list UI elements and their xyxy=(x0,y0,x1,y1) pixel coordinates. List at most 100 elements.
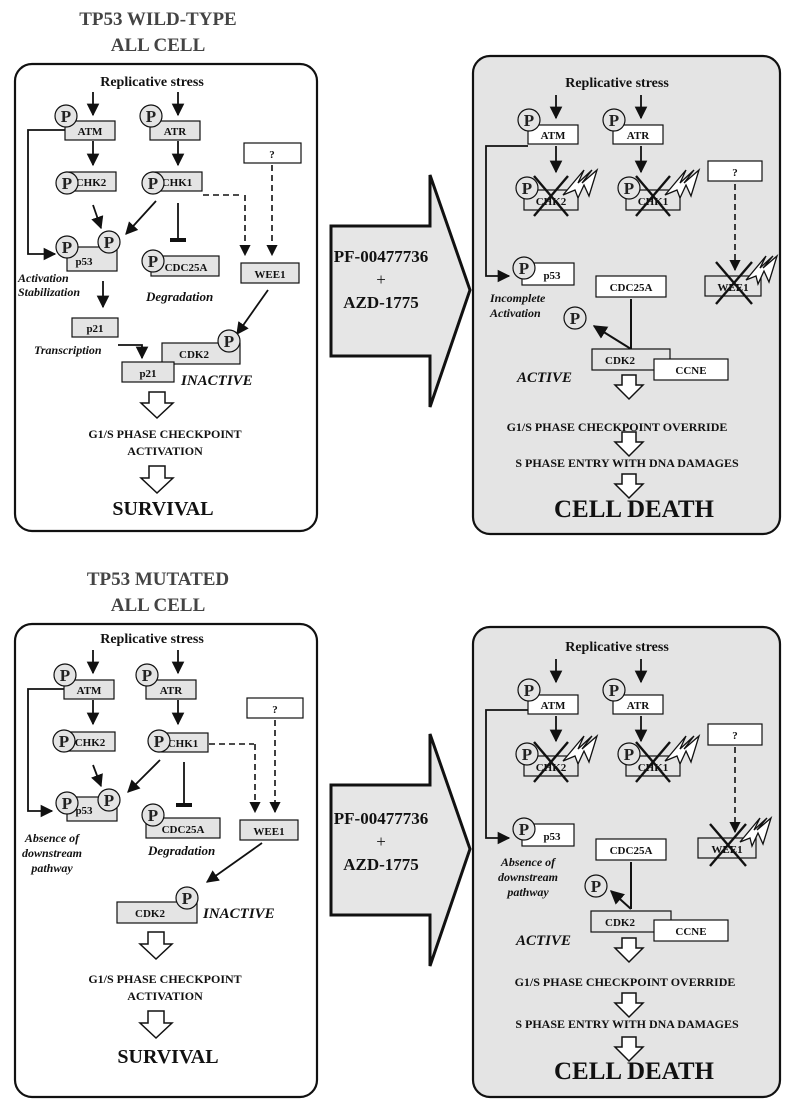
p53-label: p53 xyxy=(543,270,561,282)
phospho-icon xyxy=(617,176,641,200)
phospho-icon xyxy=(55,171,79,195)
cdc25a-label: CDC25A xyxy=(165,262,208,274)
absence-line2: downstream xyxy=(498,870,558,884)
atr-label: ATR xyxy=(160,685,183,697)
phospho-icon xyxy=(515,176,539,200)
inhibition-cross-icon xyxy=(533,175,569,217)
phospho-icon xyxy=(141,249,165,273)
activation-label: Activation xyxy=(17,271,69,285)
svg-text:P: P xyxy=(519,820,529,839)
inhibition-cross-icon xyxy=(533,741,569,783)
hollow-down-arrow-icon xyxy=(138,1010,174,1040)
cdc25a-box xyxy=(595,275,667,298)
phospho-icon xyxy=(55,235,79,259)
p21-label: p21 xyxy=(86,323,103,335)
active-label: ACTIVE xyxy=(515,933,571,949)
lightning-bolt-icon xyxy=(664,168,701,200)
inhibition-cross-icon xyxy=(635,741,671,783)
svg-text:P: P xyxy=(524,111,534,130)
panel-mutated-treated: Replicative stress ATM P ATR P ? CHK2 P … xyxy=(471,625,782,1099)
wee1-label: WEE1 xyxy=(253,826,284,838)
wee1-box xyxy=(239,819,299,841)
p53-label: p53 xyxy=(75,256,93,268)
phospho-icon xyxy=(141,171,165,195)
svg-text:P: P xyxy=(182,889,192,908)
svg-text:P: P xyxy=(104,233,114,252)
atm-label: ATM xyxy=(541,700,566,712)
phospho-icon xyxy=(217,329,241,353)
absence-line1: Absence of xyxy=(24,831,80,845)
phospho-icon xyxy=(517,108,541,132)
wee1-box xyxy=(240,262,300,284)
phospho-icon xyxy=(602,108,626,132)
phospho-icon xyxy=(55,791,79,815)
transcription-label: Transcription xyxy=(34,343,102,357)
drug1-label: PF-00477736 xyxy=(334,247,428,266)
panel-mutated-untreated: Replicative stress ATM P ATR P ? CHK2 P … xyxy=(13,622,319,1099)
hollow-down-arrow-icon xyxy=(139,465,175,495)
hollow-down-arrow-icon xyxy=(139,391,175,420)
replicative-stress-label: Replicative stress xyxy=(100,75,204,90)
title-bottom-line2: ALL CELL xyxy=(111,595,206,616)
atr-label: ATR xyxy=(627,700,650,712)
atm-label: ATM xyxy=(77,685,102,697)
cdk2-label: CDK2 xyxy=(179,349,209,361)
svg-text:P: P xyxy=(146,107,156,126)
inactive-label: INACTIVE xyxy=(202,906,275,922)
override-label: G1/S PHASE CHECKPOINT OVERRIDE xyxy=(515,975,736,989)
drug1-label: PF-00477736 xyxy=(334,809,428,828)
phospho-icon xyxy=(97,788,121,812)
absence-line1: Absence of xyxy=(500,855,556,869)
svg-text:P: P xyxy=(62,238,72,257)
active-label: ACTIVE xyxy=(516,370,572,386)
svg-text:P: P xyxy=(609,681,619,700)
svg-text:P: P xyxy=(609,111,619,130)
cdk2-label: CDK2 xyxy=(605,355,635,367)
inhibition-cross-icon xyxy=(715,261,753,305)
unknown-kinase-box xyxy=(707,723,763,746)
title-top-line1: TP53 WILD-TYPE xyxy=(79,9,236,30)
svg-text:P: P xyxy=(61,107,71,126)
plus-label: + xyxy=(376,270,386,289)
cdc25a-label: CDC25A xyxy=(610,845,653,857)
checkpoint-line1: G1/S PHASE CHECKPOINT xyxy=(88,427,241,441)
phospho-icon xyxy=(52,729,76,753)
atr-box xyxy=(145,679,197,700)
phospho-icon xyxy=(141,803,165,827)
svg-text:P: P xyxy=(62,174,72,193)
checkpoint-line2: ACTIVATION xyxy=(127,444,203,458)
replicative-stress-label: Replicative stress xyxy=(565,76,669,91)
atm-box xyxy=(527,694,579,715)
unknown-kinase-label: ? xyxy=(732,730,738,742)
lightning-bolt-icon xyxy=(664,734,701,766)
p53-label: p53 xyxy=(543,831,561,843)
ccne-label: CCNE xyxy=(675,365,706,377)
phospho-icon xyxy=(175,886,199,910)
chk2-label: CHK2 xyxy=(76,177,107,189)
atm-label: ATM xyxy=(78,126,103,138)
svg-text:P: P xyxy=(224,332,234,351)
s-phase-label: S PHASE ENTRY WITH DNA DAMAGES xyxy=(515,1017,739,1031)
svg-text:P: P xyxy=(591,877,601,896)
phospho-icon xyxy=(54,104,78,128)
lightning-bolt-icon xyxy=(739,816,773,848)
svg-text:P: P xyxy=(59,732,69,751)
p53-label: p53 xyxy=(75,805,93,817)
lightning-bolt-icon xyxy=(745,254,779,286)
phospho-icon xyxy=(517,678,541,702)
phospho-icon xyxy=(515,742,539,766)
phospho-icon xyxy=(602,678,626,702)
cdk2-label: CDK2 xyxy=(605,917,635,929)
s-phase-label: S PHASE ENTRY WITH DNA DAMAGES xyxy=(515,456,739,470)
lightning-bolt-icon xyxy=(562,734,599,766)
title-bottom-line1: TP53 MUTATED xyxy=(87,569,229,590)
incomplete-label: Incomplete xyxy=(489,291,546,305)
panel-wildtype-untreated: Replicative stress ATM P ATR P CHK2 P CH… xyxy=(13,62,319,533)
atm-label: ATM xyxy=(541,130,566,142)
inactive-label: INACTIVE xyxy=(180,373,253,389)
lightning-bolt-icon xyxy=(562,168,599,200)
hollow-down-arrow-icon xyxy=(613,937,645,964)
svg-text:P: P xyxy=(522,745,532,764)
cdk2-label: CDK2 xyxy=(135,908,165,920)
